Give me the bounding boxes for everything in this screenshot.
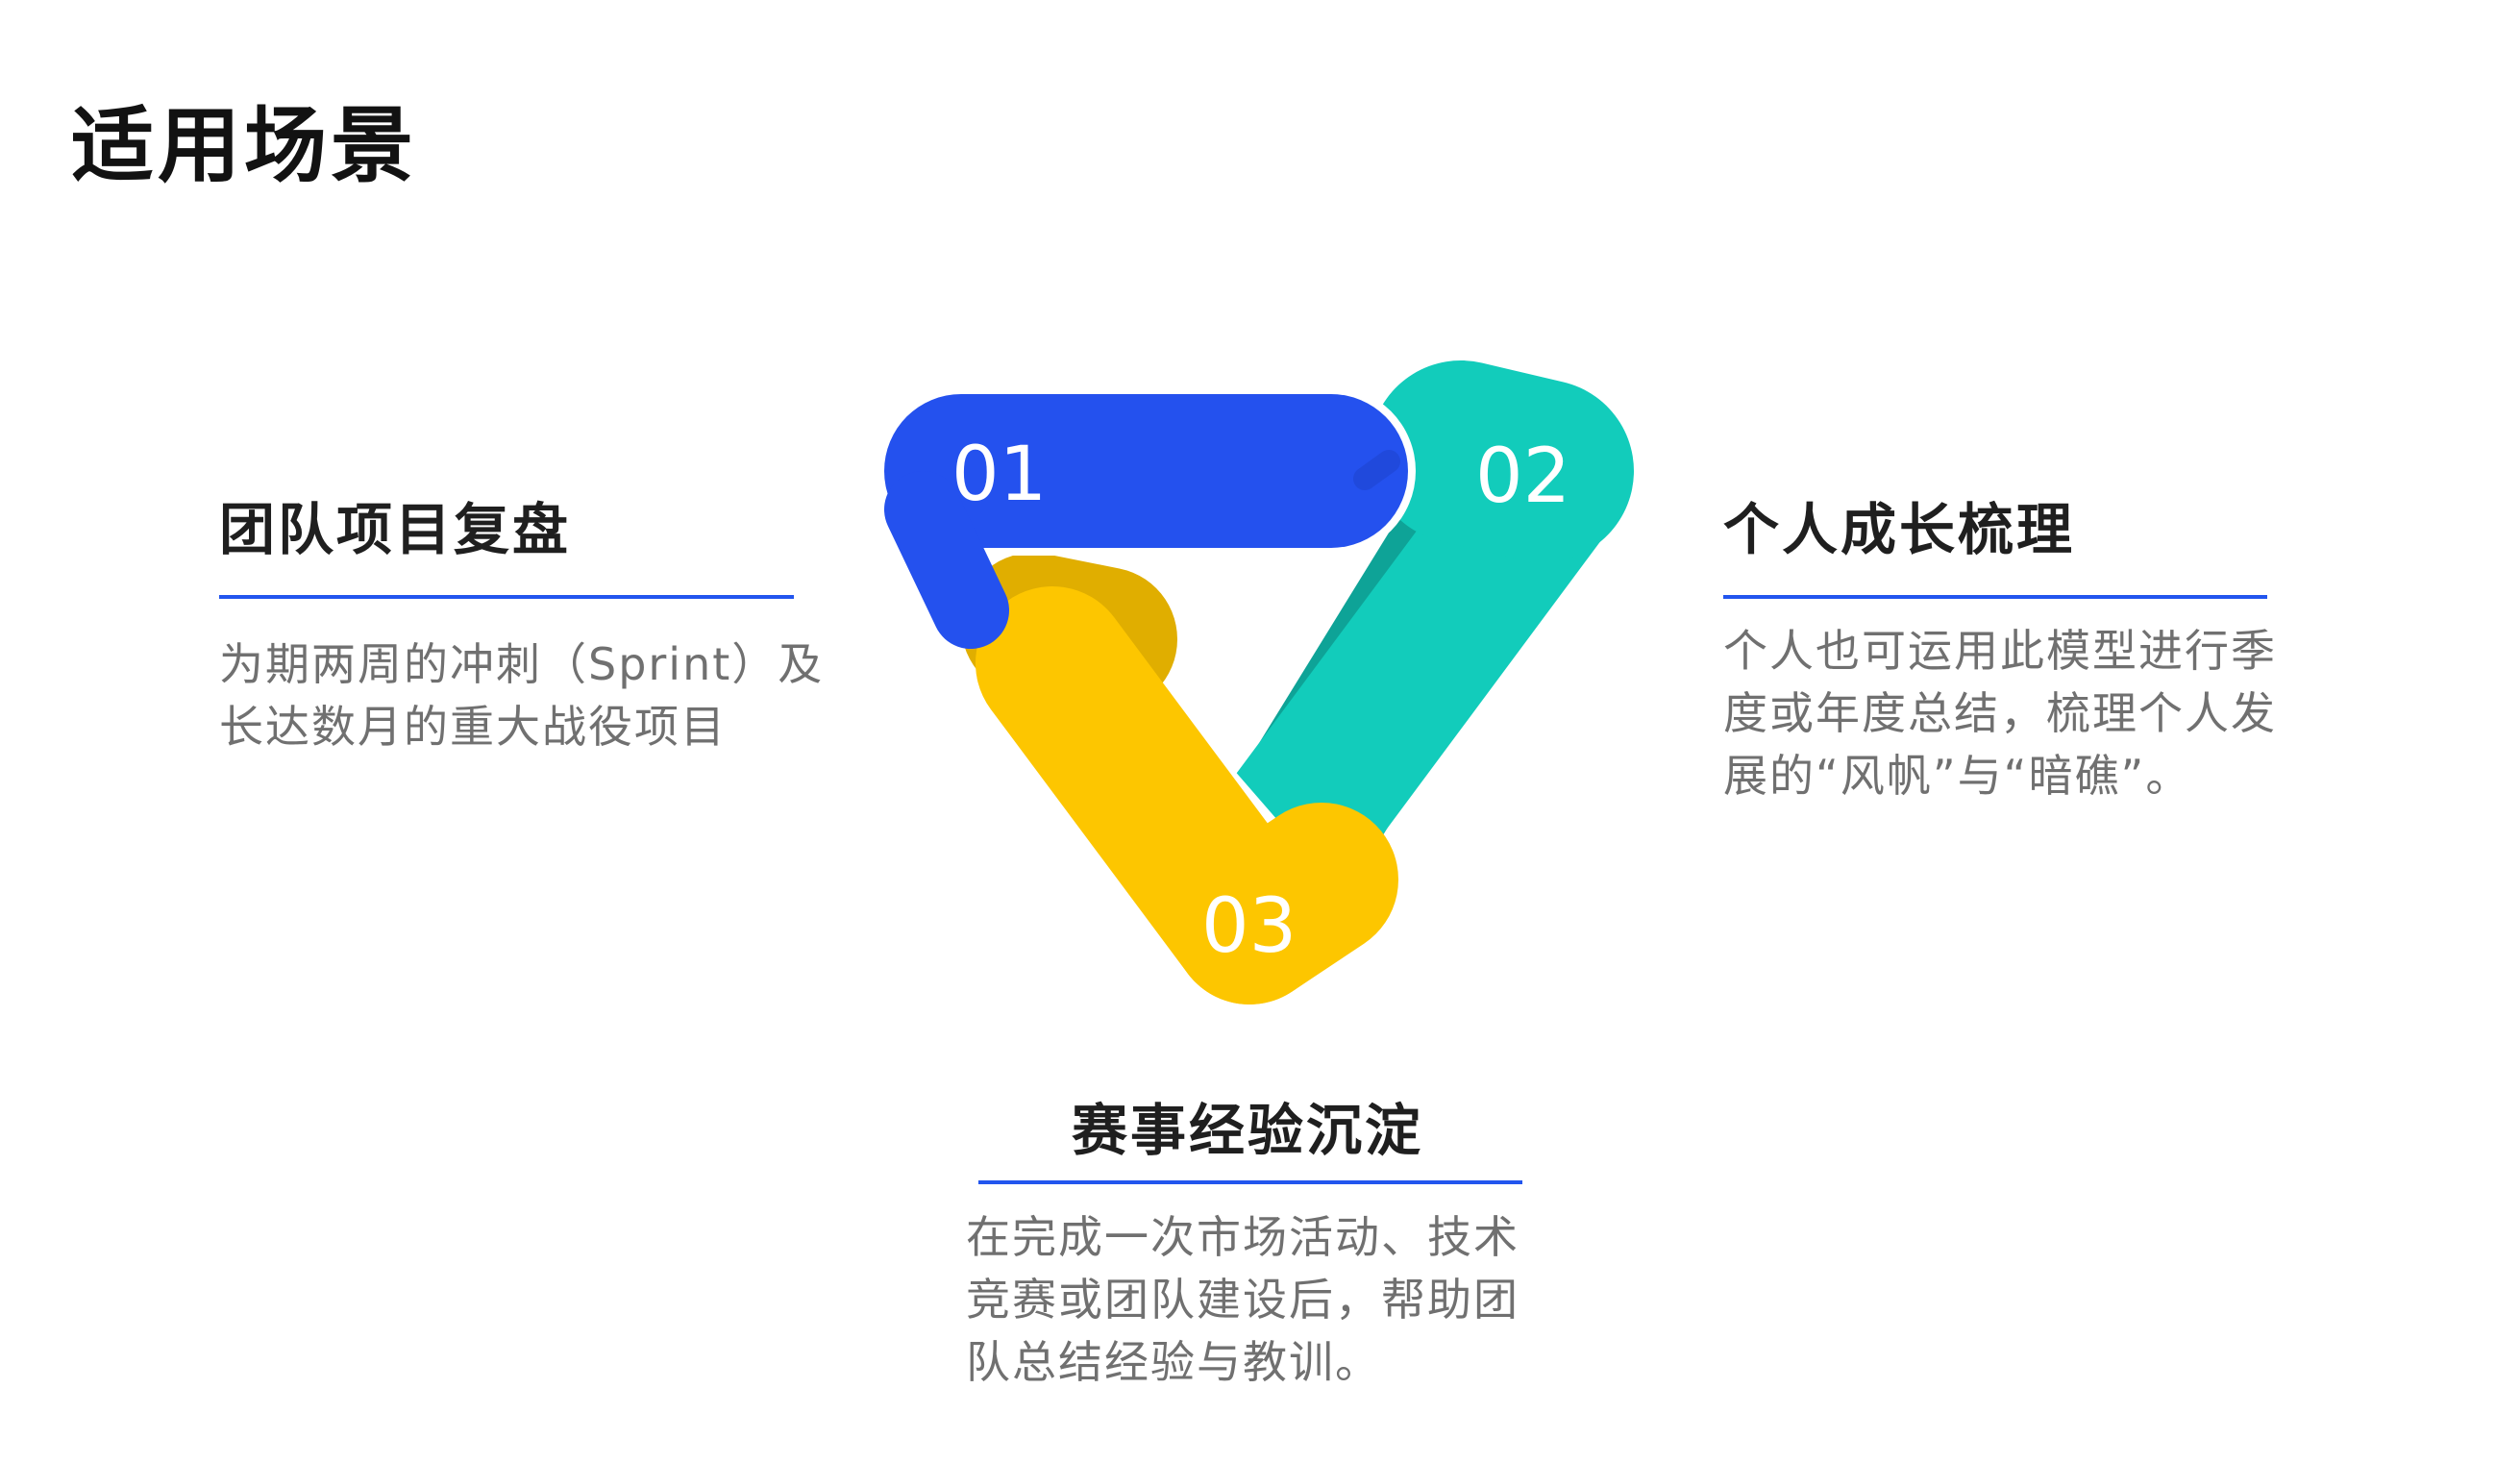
description-line: 为期两周的冲刺（Sprint）及 bbox=[219, 638, 825, 690]
description-line: 展的“风帆”与“暗礁”。 bbox=[1723, 750, 2192, 802]
label-01: 01 bbox=[951, 432, 1047, 518]
label-03: 03 bbox=[1201, 883, 1297, 970]
scenario-description: 为期两周的冲刺（Sprint）及 长达数月的重大战役项目 bbox=[219, 633, 824, 758]
divider-line bbox=[1723, 595, 2267, 599]
description-line: 队总结经验与教训。 bbox=[966, 1336, 1381, 1388]
divider-line bbox=[978, 1180, 1522, 1184]
description-line: 长达数月的重大战役项目 bbox=[219, 701, 727, 753]
label-02: 02 bbox=[1475, 434, 1570, 520]
page-title: 适用场景 bbox=[71, 98, 417, 194]
description-line: 度或年度总结，梳理个人发 bbox=[1723, 687, 2277, 739]
divider-line bbox=[219, 595, 794, 599]
scenario-title: 团队项目复盘 bbox=[219, 497, 572, 562]
description-line: 竞赛或团队建设后，帮助团 bbox=[966, 1274, 1519, 1326]
segment-01 bbox=[877, 386, 1416, 649]
segment-03 bbox=[961, 553, 1398, 1004]
description-line: 个人也可运用此模型进行季 bbox=[1723, 625, 2277, 677]
scenario-description: 个人也可运用此模型进行季 度或年度总结，梳理个人发 展的“风帆”与“暗礁”。 bbox=[1723, 620, 2277, 807]
scenario-title: 个人成长梳理 bbox=[1723, 497, 2076, 562]
scenario-description: 在完成一次市场活动、技术 竞赛或团队建设后，帮助团 队总结经验与教训。 bbox=[966, 1206, 1519, 1394]
triangle-cycle-logo: 01 02 03 bbox=[877, 360, 1634, 1004]
scenario-title: 赛事经验沉淀 bbox=[1072, 1098, 1424, 1163]
segment-02 bbox=[1206, 360, 1634, 928]
description-line: 在完成一次市场活动、技术 bbox=[966, 1211, 1519, 1263]
